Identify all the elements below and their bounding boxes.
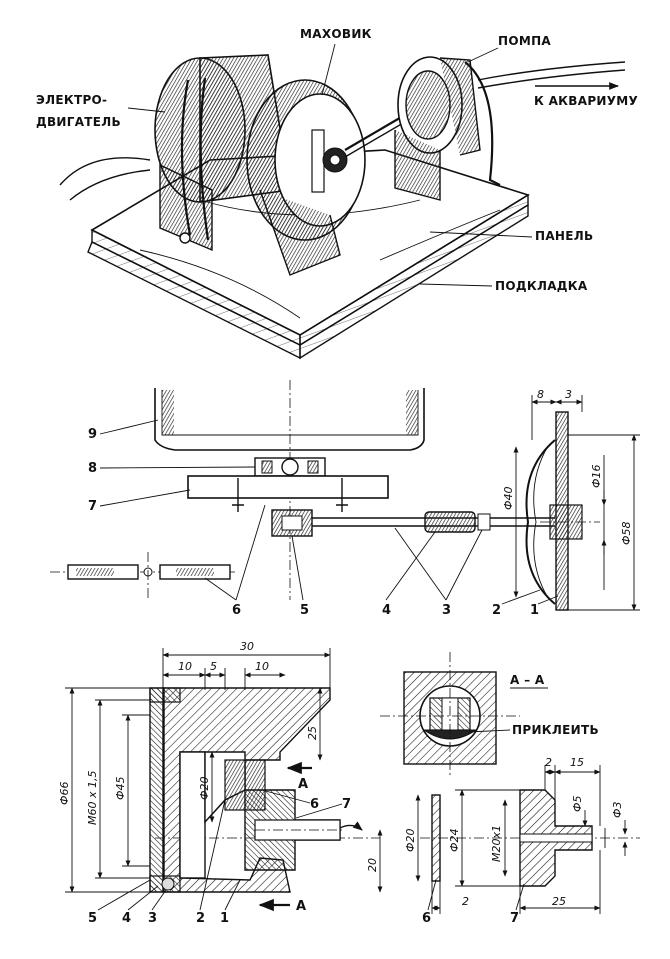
callout-4: 4 — [382, 603, 391, 618]
part-6-washer — [431, 794, 441, 882]
detail-dim-w2a: 2 — [545, 756, 552, 769]
detail-dim-d20: Ф20 — [404, 829, 417, 852]
label-motor-line2: ДВИГАТЕЛЬ — [36, 115, 121, 129]
detail-dim-w15: 15 — [570, 756, 584, 769]
flywheel — [246, 79, 366, 276]
section-dimensions: 30 10 5 10 25 20 Ф66 М60 х 1,5 — [58, 640, 383, 893]
callout-2: 2 — [492, 603, 501, 618]
section-callout-7: 7 — [342, 797, 351, 812]
dim-10a: 10 — [178, 660, 192, 673]
dim-d40: Ф40 — [502, 487, 515, 510]
label-glue: ПРИКЛЕИТЬ — [512, 723, 599, 737]
section-callout-2: 2 — [196, 911, 205, 926]
callout-8: 8 — [88, 461, 97, 476]
details-6-7: Ф20 Ф24 М20х1 Ф5 Ф3 2 15 2 25 — [404, 756, 640, 926]
callout-7: 7 — [88, 499, 97, 514]
callout-9: 9 — [88, 427, 97, 442]
detail-dim-m20: М20х1 — [490, 825, 503, 862]
detail-dim-d3: Ф3 — [611, 802, 624, 818]
callout-6: 6 — [232, 603, 241, 618]
section-callout-6: 6 — [310, 797, 319, 812]
dim-d66: Ф66 — [58, 782, 71, 805]
label-pump: ПОМПА — [498, 34, 551, 48]
part-2-impeller — [525, 439, 556, 605]
assembly-callouts: 9 8 7 6 5 4 3 2 1 — [88, 419, 559, 618]
detail-callout-7: 7 — [510, 911, 519, 926]
callout-3: 3 — [442, 603, 451, 618]
assembly-dimensions: 8 3 Ф40 Ф16 Ф58 — [502, 388, 640, 611]
pump-section-view: А А 30 10 5 10 25 20 Ф66 — [58, 640, 383, 926]
pump-illustration: ЭЛЕКТРО- ДВИГАТЕЛЬ МАХОВИК ПОМПА К АКВАР… — [36, 27, 638, 360]
cut-mark-a-bottom: А — [296, 899, 306, 914]
dim-5: 5 — [210, 660, 217, 673]
dim-d16: Ф16 — [590, 465, 603, 488]
dim-25: 25 — [306, 726, 319, 740]
part-5-coupling — [271, 509, 313, 537]
section-callout-5: 5 — [88, 911, 97, 926]
detail-dim-d24: Ф24 — [448, 829, 461, 852]
label-pad: ПОДКЛАДКА — [495, 279, 588, 293]
part-4-tube — [424, 511, 476, 533]
callout-5: 5 — [300, 603, 309, 618]
part-6-spacer-detail — [50, 552, 235, 598]
dim-w8: 8 — [537, 388, 544, 401]
part-9-housing — [154, 388, 425, 451]
detail-dim-w2b: 2 — [462, 895, 469, 908]
assembly-drawing: 8 3 Ф40 Ф16 Ф58 9 8 7 6 5 4 — [50, 380, 640, 618]
part-7-disk — [187, 475, 389, 499]
dim-d20: Ф20 — [198, 777, 211, 800]
detail-dim-d5: Ф5 — [571, 796, 584, 812]
section-callouts: 5 4 3 2 1 6 7 — [88, 789, 351, 926]
pump-unit — [394, 56, 626, 201]
label-panel: ПАНЕЛЬ — [535, 229, 593, 243]
detail-callout-6: 6 — [422, 911, 431, 926]
view-a-a-title: А – А — [510, 673, 545, 687]
part-3-ring — [149, 687, 165, 893]
dim-m60: М60 х 1,5 — [86, 771, 99, 825]
dim-d45: Ф45 — [114, 777, 127, 800]
detail-dim-w25: 25 — [552, 895, 566, 908]
section-callout-1: 1 — [220, 911, 229, 926]
label-motor-line1: ЭЛЕКТРО- — [36, 93, 107, 107]
section-callout-4: 4 — [122, 911, 131, 926]
dim-20: 20 — [366, 858, 379, 872]
dim-30: 30 — [240, 640, 254, 653]
cut-mark-a-top: А — [298, 777, 308, 792]
label-flywheel: МАХОВИК — [300, 27, 372, 41]
view-a-a: А – А ПРИКЛЕИТЬ — [380, 652, 599, 778]
detail-dimensions: Ф20 Ф24 М20х1 Ф5 Ф3 2 15 2 25 — [404, 756, 628, 914]
dim-w3: 3 — [565, 388, 572, 401]
label-to-aquarium: К АКВАРИУМУ — [534, 94, 638, 108]
dim-d58: Ф58 — [620, 522, 633, 545]
section-callout-3: 3 — [148, 911, 157, 926]
dim-10b: 10 — [255, 660, 269, 673]
callout-1: 1 — [530, 603, 539, 618]
